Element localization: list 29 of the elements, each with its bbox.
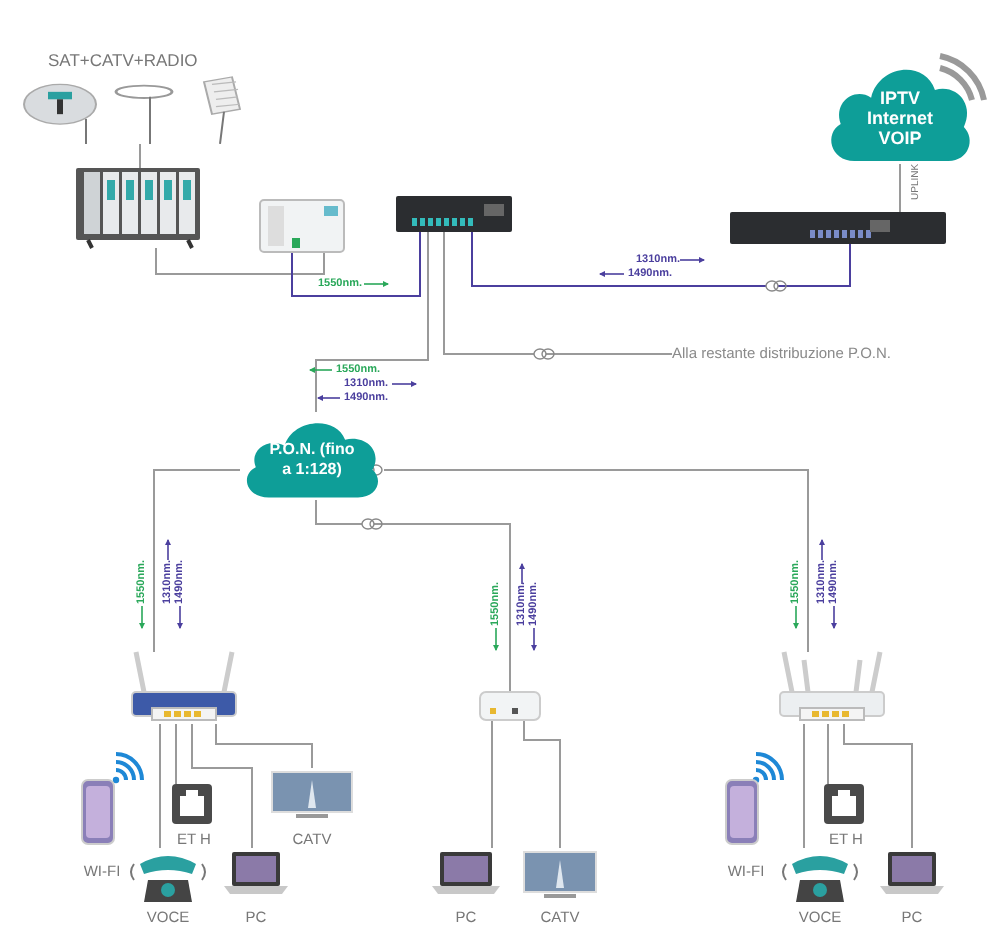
cloud-label: IPTV Internet VOIP xyxy=(864,88,935,148)
connector-line xyxy=(843,723,913,849)
connector-line xyxy=(139,143,141,169)
connector-line xyxy=(291,231,421,297)
connector-line xyxy=(153,469,241,653)
rack-unit-drawing xyxy=(396,196,512,232)
connector-line xyxy=(215,723,313,769)
connector-line xyxy=(471,231,851,287)
optical-transmitter-drawing xyxy=(260,200,344,252)
rack-unit-drawing xyxy=(730,212,946,244)
connector-line xyxy=(315,231,429,413)
connector-line xyxy=(175,723,177,785)
connector-line xyxy=(191,723,253,849)
connector-line xyxy=(159,723,161,849)
router-drawing xyxy=(132,652,236,724)
connector-line xyxy=(443,231,673,355)
connector-line xyxy=(523,719,561,849)
connector-line xyxy=(803,723,805,849)
connector-line xyxy=(155,247,325,275)
router-drawing xyxy=(780,652,884,724)
headend-rack-drawing xyxy=(76,168,200,248)
connector-line xyxy=(315,499,511,693)
source-label: SAT+CATV+RADIO xyxy=(48,52,200,70)
cloud-label: P.O.N. (fino a 1:128) xyxy=(267,440,357,480)
connector-line xyxy=(899,163,901,213)
connector-line xyxy=(827,723,829,785)
router-drawing xyxy=(480,692,540,720)
connector-line xyxy=(491,719,493,849)
connector-line xyxy=(383,469,809,653)
